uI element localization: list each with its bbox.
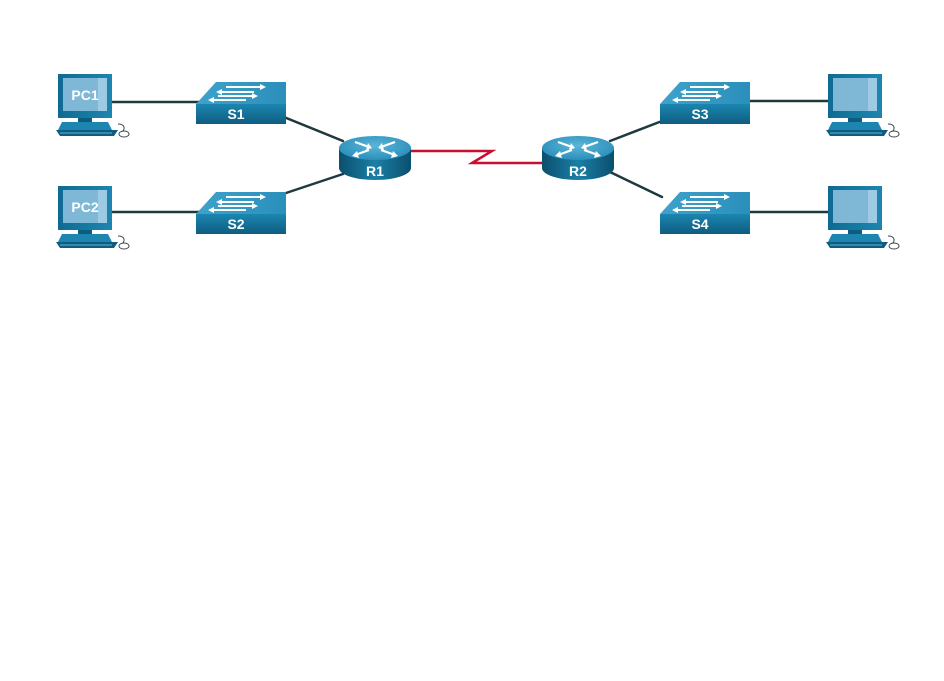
pc1[interactable]: PC1	[55, 73, 130, 138]
link-r2-s3	[608, 119, 664, 143]
pc4[interactable]	[825, 185, 900, 250]
desktop-computer-icon	[825, 73, 900, 138]
switch-s4[interactable]: S4	[659, 191, 751, 235]
desktop-computer-icon	[55, 185, 130, 250]
link-r1-r2-serial	[408, 149, 548, 165]
router-r1[interactable]: R1	[337, 134, 413, 182]
desktop-computer-icon	[55, 73, 130, 138]
r2-label: R2	[569, 163, 587, 179]
switch-s2[interactable]: S2	[195, 191, 287, 235]
s3-label: S3	[691, 106, 708, 122]
pc1-label: PC1	[71, 87, 98, 103]
pc3[interactable]	[825, 73, 900, 138]
s4-label: S4	[691, 216, 708, 232]
s2-label: S2	[227, 216, 244, 232]
desktop-computer-icon	[825, 185, 900, 250]
r1-label: R1	[366, 163, 384, 179]
switch-s3[interactable]: S3	[659, 81, 751, 125]
switch-s1[interactable]: S1	[195, 81, 287, 125]
link-r2-s4	[608, 170, 664, 199]
router-r2[interactable]: R2	[540, 134, 616, 182]
pc2-label: PC2	[71, 199, 98, 215]
s1-label: S1	[227, 106, 244, 122]
pc2[interactable]: PC2	[55, 185, 130, 250]
